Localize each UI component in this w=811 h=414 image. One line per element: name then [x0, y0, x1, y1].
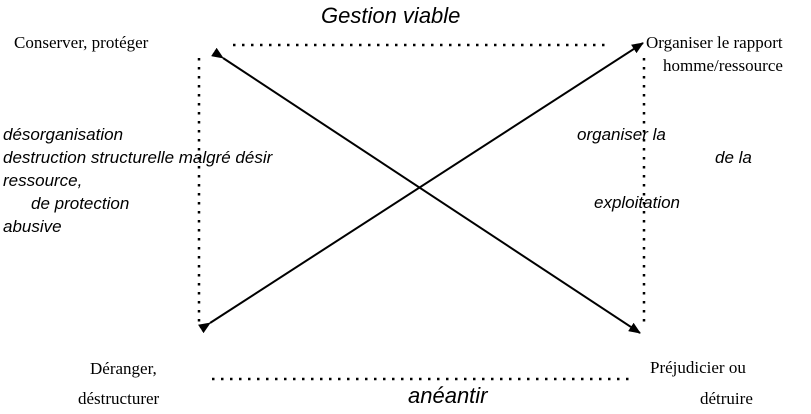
bottom-axis-label: anéantir: [408, 383, 488, 408]
top-axis-label: Gestion viable: [321, 3, 461, 28]
left-side-line2: destruction structurelle malgré désir: [3, 148, 273, 167]
corner-top-right-label-line2: homme/ressource: [663, 56, 783, 75]
corner-bottom-right-label-line2: détruire: [700, 389, 753, 408]
corner-top-left-label: Conserver, protéger: [14, 33, 149, 52]
right-side-line3: exploitation: [594, 193, 681, 212]
right-side-line1: organiser la: [577, 125, 666, 144]
right-side-line2: de la: [715, 148, 752, 167]
corner-bottom-left-label-line2: déstructurer: [78, 389, 160, 408]
corner-bottom-right-label-line1: Préjudicier ou: [650, 358, 746, 377]
left-side-line1: désorganisation: [3, 125, 124, 144]
left-side-line3: ressource,: [3, 171, 83, 190]
corner-bottom-left-label-line1: Déranger,: [90, 359, 157, 378]
left-side-line4: de protection: [31, 194, 130, 213]
diagonal-arrow-topleft-bottomright: [211, 47, 641, 334]
diagonal-arrow-bottomleft-topright: [198, 42, 644, 334]
corner-top-right-label-line1: Organiser le rapport: [646, 33, 783, 52]
left-side-line5: abusive: [3, 217, 62, 236]
